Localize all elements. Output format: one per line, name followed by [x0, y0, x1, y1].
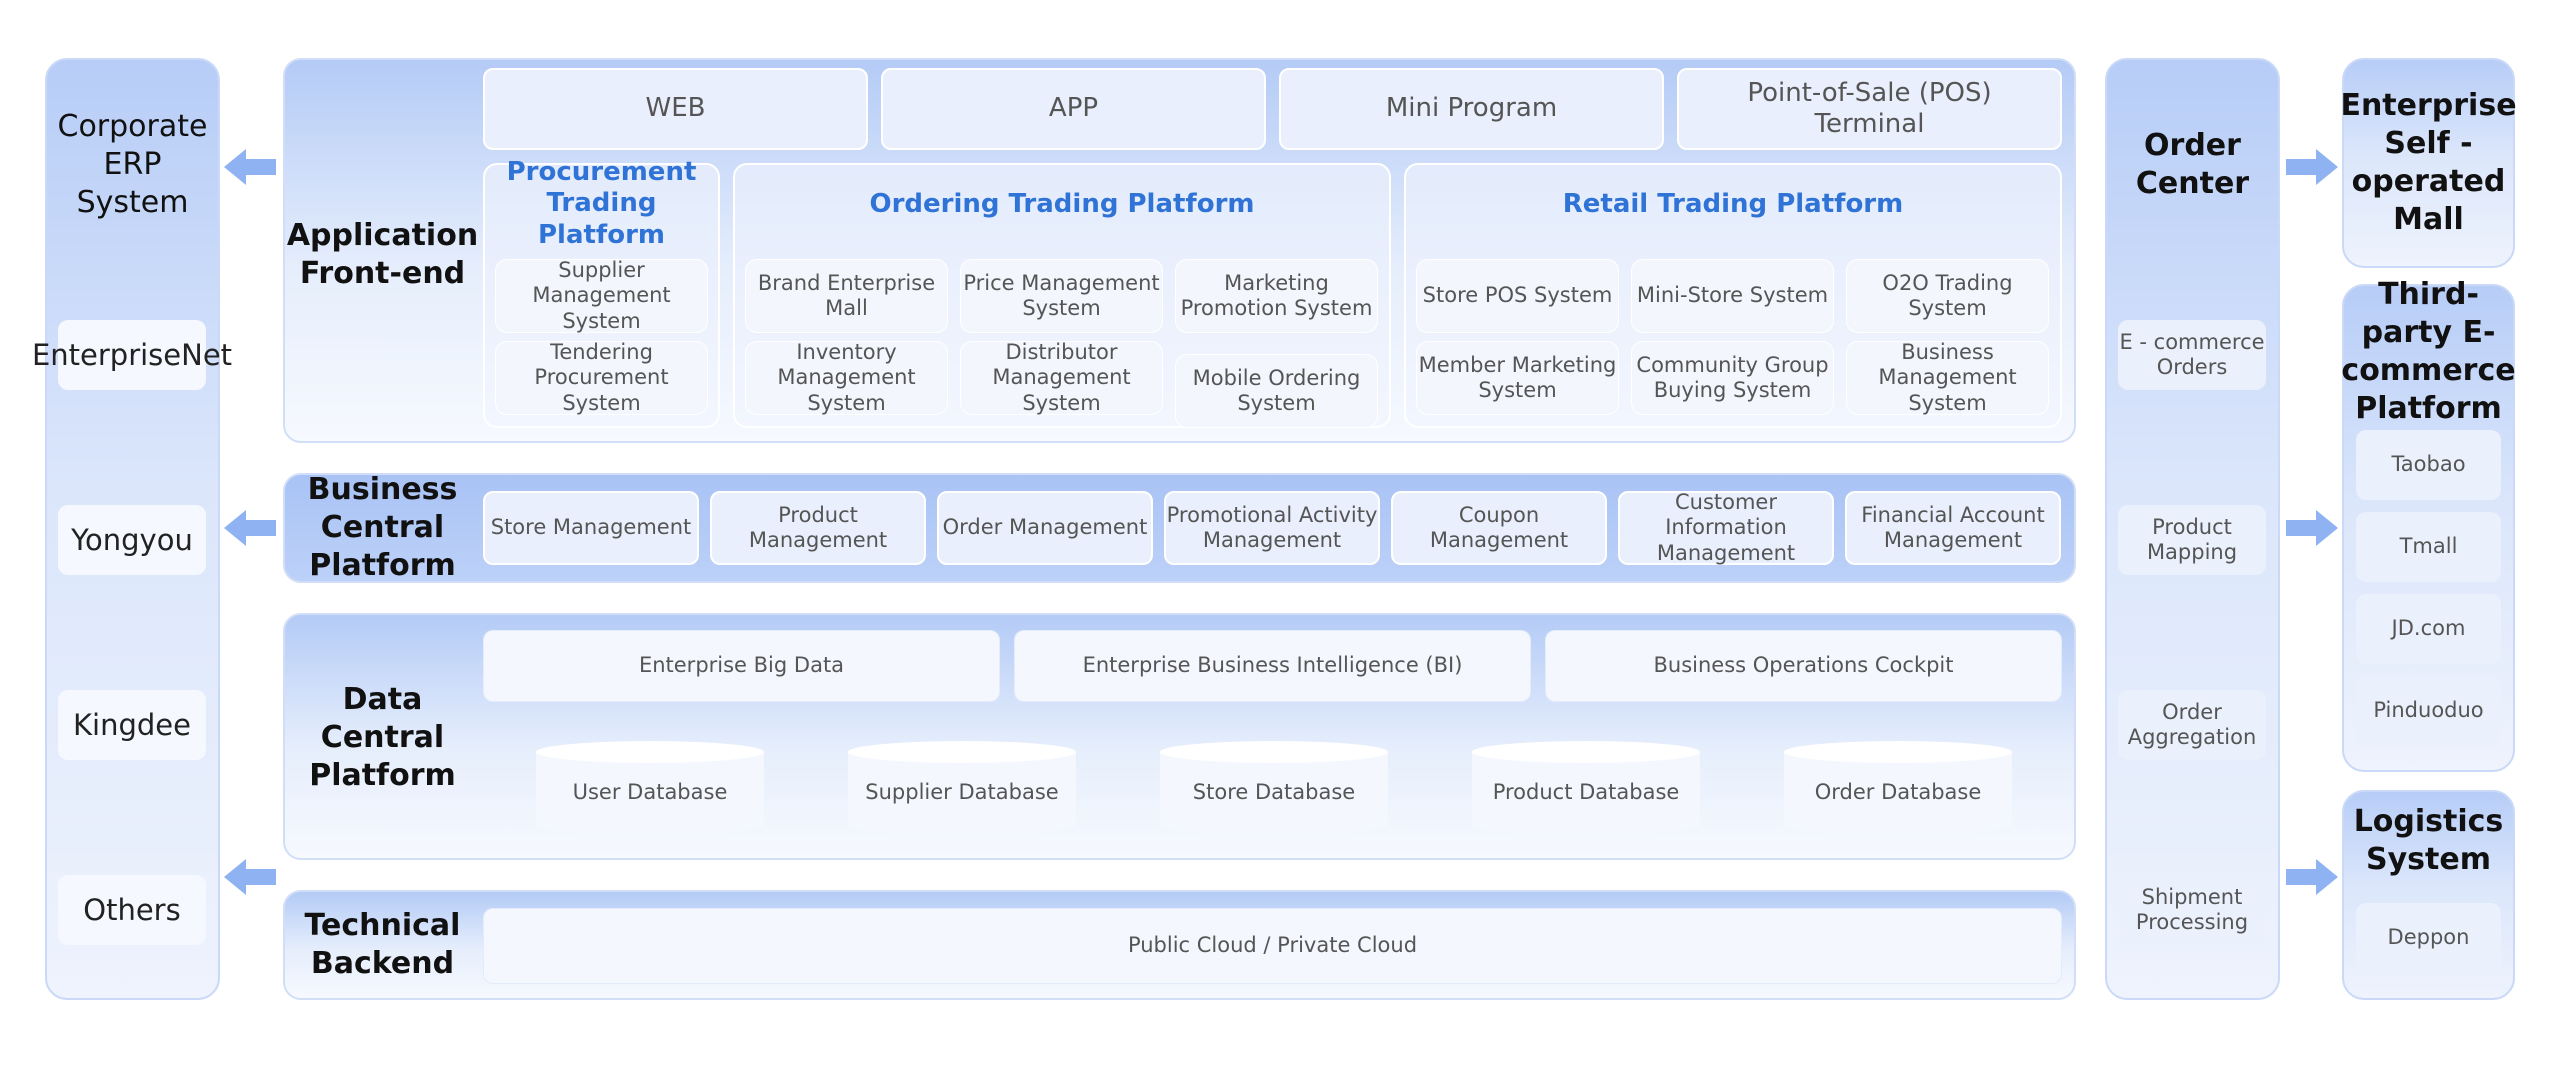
erp-item-kingdee[interactable]: Kingdee: [58, 690, 206, 760]
database-label: Order Database: [1814, 780, 1982, 804]
database-icon: [1160, 741, 1388, 835]
self-operated-mall-title[interactable]: Enterprise Self - operated Mall: [2340, 88, 2517, 237]
business-management-system[interactable]: Business Management System: [1846, 340, 2049, 415]
enterprise-big-data[interactable]: Enterprise Big Data: [483, 630, 1000, 702]
o2o-trading-system[interactable]: O2O Trading System: [1846, 259, 2049, 333]
ordering-platform-title: Ordering Trading Platform: [869, 189, 1255, 220]
logistics-deppon[interactable]: Deppon: [2356, 903, 2501, 973]
erp-column-title: Corporate ERP System: [57, 109, 208, 220]
store-pos-system[interactable]: Store POS System: [1416, 259, 1619, 333]
database-icon: [848, 741, 1076, 835]
coupon-management[interactable]: Coupon Management: [1391, 491, 1607, 565]
logistics-system-title: Logistics System: [2353, 804, 2504, 877]
platform-pinduoduo[interactable]: Pinduoduo: [2356, 676, 2501, 746]
database-icon: [536, 741, 764, 835]
promotional-activity-management[interactable]: Promotional Activity Management: [1164, 491, 1380, 565]
database-label: User Database: [572, 780, 728, 804]
third-party-ecommerce-title: Third-party E-commerce Platform: [2341, 277, 2516, 426]
brand-enterprise-mall[interactable]: Brand Enterprise Mall: [745, 259, 948, 333]
order-database[interactable]: Order Database: [1783, 740, 2013, 836]
inventory-management-system[interactable]: Inventory Management System: [745, 340, 948, 415]
store-database[interactable]: Store Database: [1159, 740, 1389, 836]
erp-item-yongyou[interactable]: Yongyou: [58, 505, 206, 575]
ecommerce-orders[interactable]: E - commerce Orders: [2118, 320, 2266, 390]
arrow-right-icon: [2286, 508, 2338, 548]
mobile-ordering-system[interactable]: Mobile Ordering System: [1175, 354, 1378, 428]
member-marketing-system[interactable]: Member Marketing System: [1416, 341, 1619, 415]
public-private-cloud[interactable]: Public Cloud / Private Cloud: [483, 908, 2062, 984]
product-database[interactable]: Product Database: [1471, 740, 1701, 836]
erp-item-others[interactable]: Others: [58, 875, 206, 945]
application-front-end-title: Application Front-end: [286, 218, 479, 291]
shipment-processing[interactable]: Shipment Processing: [2118, 875, 2266, 945]
product-management[interactable]: Product Management: [710, 491, 926, 565]
channel-mini-program[interactable]: Mini Program: [1279, 68, 1664, 150]
database-label: Supplier Database: [865, 780, 1059, 804]
tendering-procurement-system[interactable]: Tendering Procurement System: [495, 340, 708, 415]
user-database[interactable]: User Database: [535, 740, 765, 836]
erp-item-enterprisenet[interactable]: EnterpriseNet: [32, 320, 232, 390]
channel-web[interactable]: WEB: [483, 68, 868, 150]
database-label: Store Database: [1192, 780, 1356, 804]
supplier-database[interactable]: Supplier Database: [847, 740, 1077, 836]
retail-platform-title: Retail Trading Platform: [1562, 189, 1904, 220]
price-management-system[interactable]: Price Management System: [960, 259, 1163, 333]
order-management[interactable]: Order Management: [937, 491, 1153, 565]
arrow-right-icon: [2286, 147, 2338, 187]
product-mapping[interactable]: Product Mapping: [2118, 505, 2266, 575]
platform-tmall[interactable]: Tmall: [2356, 512, 2501, 582]
order-center-title: Order Center: [2135, 128, 2250, 201]
data-central-title: Data Central Platform: [309, 681, 456, 793]
arrow-left-icon: [224, 147, 276, 187]
channel-app[interactable]: APP: [881, 68, 1266, 150]
community-group-buying-system[interactable]: Community Group Buying System: [1631, 341, 1834, 415]
platform-taobao[interactable]: Taobao: [2356, 430, 2501, 500]
database-icon: [1472, 741, 1700, 835]
store-management[interactable]: Store Management: [483, 491, 699, 565]
channel-pos-terminal[interactable]: Point-of-Sale (POS) Terminal: [1677, 68, 2062, 150]
order-aggregation[interactable]: Order Aggregation: [2118, 690, 2266, 760]
customer-information-management[interactable]: Customer Information Management: [1618, 490, 1834, 565]
mini-store-system[interactable]: Mini-Store System: [1631, 259, 1834, 333]
arrow-right-icon: [2286, 857, 2338, 897]
self-operated-mall-box: [2342, 58, 2515, 268]
business-central-title: Business Central Platform: [307, 472, 458, 583]
enterprise-bi[interactable]: Enterprise Business Intelligence (BI): [1014, 630, 1531, 702]
database-icon: [1784, 741, 2012, 835]
financial-account-management[interactable]: Financial Account Management: [1845, 491, 2061, 565]
platform-jd[interactable]: JD.com: [2356, 594, 2501, 664]
arrow-left-icon: [224, 857, 276, 897]
database-label: Product Database: [1492, 780, 1680, 804]
procurement-platform-title: Procurement Trading Platform: [506, 157, 697, 250]
business-operations-cockpit[interactable]: Business Operations Cockpit: [1545, 630, 2062, 702]
arrow-left-icon: [224, 508, 276, 548]
technical-backend-title: Technical Backend: [304, 908, 461, 981]
supplier-management-system[interactable]: Supplier Management System: [495, 258, 708, 333]
distributor-management-system[interactable]: Distributor Management System: [960, 340, 1163, 415]
marketing-promotion-system[interactable]: Marketing Promotion System: [1175, 259, 1378, 333]
